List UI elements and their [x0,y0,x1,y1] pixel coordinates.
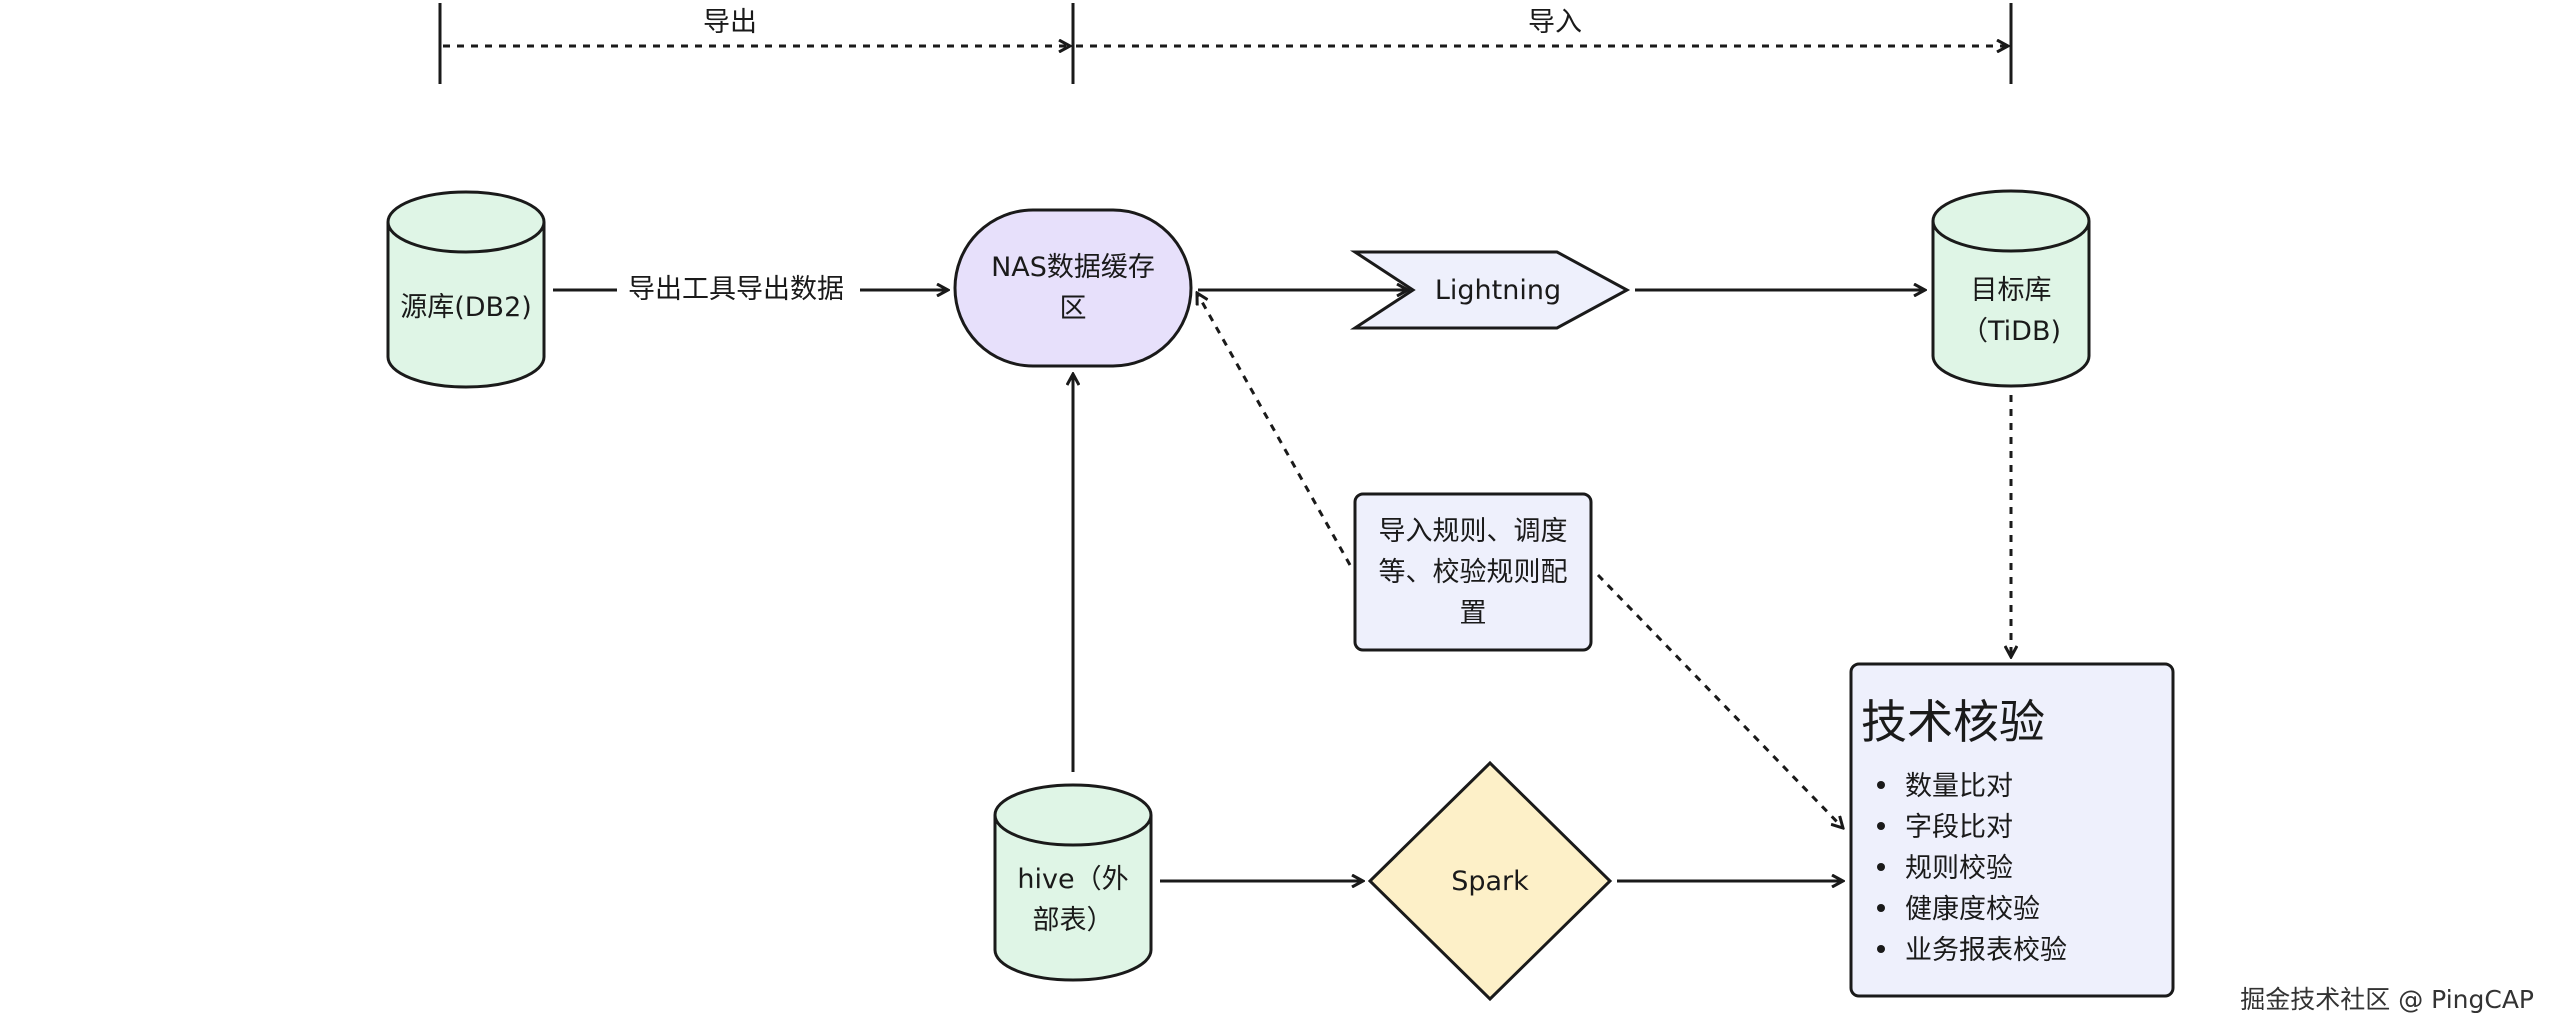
list-item-label: 健康度校验 [1905,894,2040,925]
source-db-label: 源库(DB2) [400,291,532,323]
tech-check-panel: 技术核验 数量比对 字段比对 规则校验 健康度校验 业务报表校验 [1851,664,2173,996]
nas-cache-node [953,208,1193,368]
target-db-label: 目标库 （TiDB) [1960,275,2061,347]
tech-check-title: 技术核验 [1861,695,2045,749]
list-item: 数量比对 [1863,766,2067,807]
list-item-label: 业务报表校验 [1905,935,2067,966]
list-item: 规则校验 [1863,848,2067,889]
config-label: 导入规则、调度 等、校验规则配 置 [1378,515,1568,629]
lightning-label: Lightning [1434,274,1562,306]
target-db-cylinder [1931,189,2091,388]
source-db-cylinder [386,190,546,389]
phase-timeline [438,3,2013,84]
lightning-node [1349,250,1631,330]
spark-diamond [1367,760,1613,1002]
bullet-icon [1877,904,1885,912]
list-item: 业务报表校验 [1863,930,2067,971]
bullet-icon [1877,863,1885,871]
spark-label: Spark [1451,865,1529,897]
bullet-icon [1877,945,1885,953]
tech-check-list: 数量比对 字段比对 规则校验 健康度校验 业务报表校验 [1863,766,2067,971]
hive-label: hive（外 部表） [1017,864,1129,936]
bullet-icon [1877,781,1885,789]
tech-check-panel-box [1849,662,2175,998]
list-item: 健康度校验 [1863,889,2067,930]
list-item-label: 字段比对 [1905,812,2013,843]
list-item: 字段比对 [1863,807,2067,848]
edge-config-to-check [1596,573,1843,828]
import-phase-label: 导入 [1528,6,1582,38]
edges [553,290,2011,881]
bullet-icon [1877,822,1885,830]
config-node [1353,492,1593,652]
export-phase-label: 导出 [703,6,757,38]
list-item-label: 规则校验 [1905,853,2013,884]
export-tool-edge-label: 导出工具导出数据 [628,272,844,308]
watermark: 掘金技术社区 @ PingCAP [2240,985,2534,1014]
hive-cylinder [993,783,1153,982]
list-item-label: 数量比对 [1905,771,2013,802]
nas-cache-label: NAS数据缓存 区 [991,252,1155,324]
edge-config-to-nas [1197,293,1352,566]
